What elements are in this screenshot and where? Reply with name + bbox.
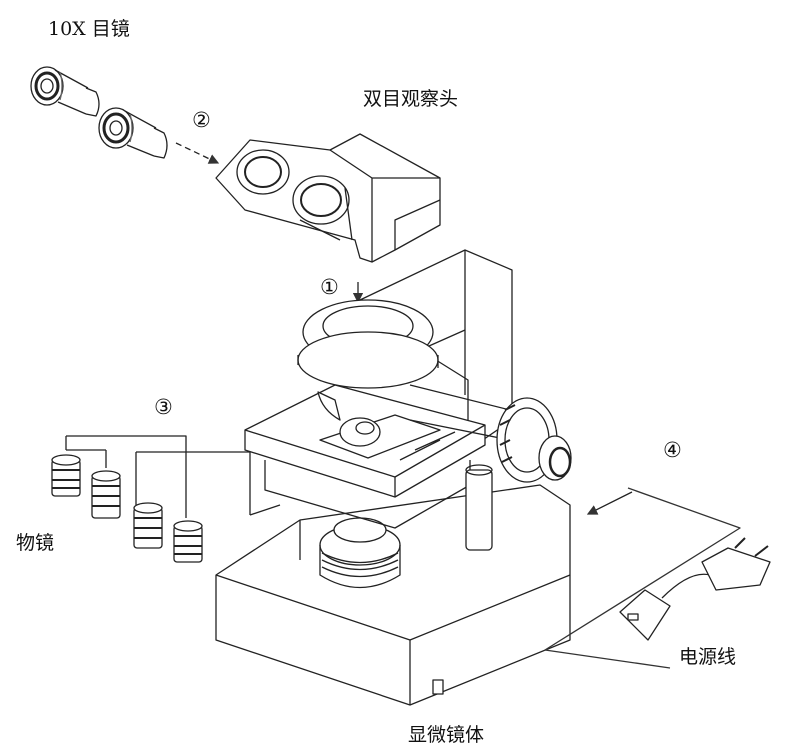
objectives-label: 物镜 <box>16 532 55 554</box>
binocular-head-label: 双目观察头 <box>363 88 459 110</box>
step-1-marker: ① <box>320 275 339 299</box>
power-cord <box>544 487 771 669</box>
eyepiece-left <box>30 66 100 117</box>
power-cord-label: 电源线 <box>679 646 737 668</box>
eyepiece-label: 10X 目镜 <box>48 18 130 40</box>
step-3-marker: ③ <box>154 395 173 419</box>
microscope-body <box>215 249 572 706</box>
step-2-marker: ② <box>192 108 211 132</box>
arrow-eyepiece-to-head <box>175 142 220 164</box>
eyepiece-right <box>98 107 168 159</box>
objective-lenses <box>51 435 281 563</box>
binocular-head <box>215 133 441 263</box>
microscope-body-label: 显微镜体 <box>408 724 485 746</box>
step-4-marker: ④ <box>663 438 682 462</box>
